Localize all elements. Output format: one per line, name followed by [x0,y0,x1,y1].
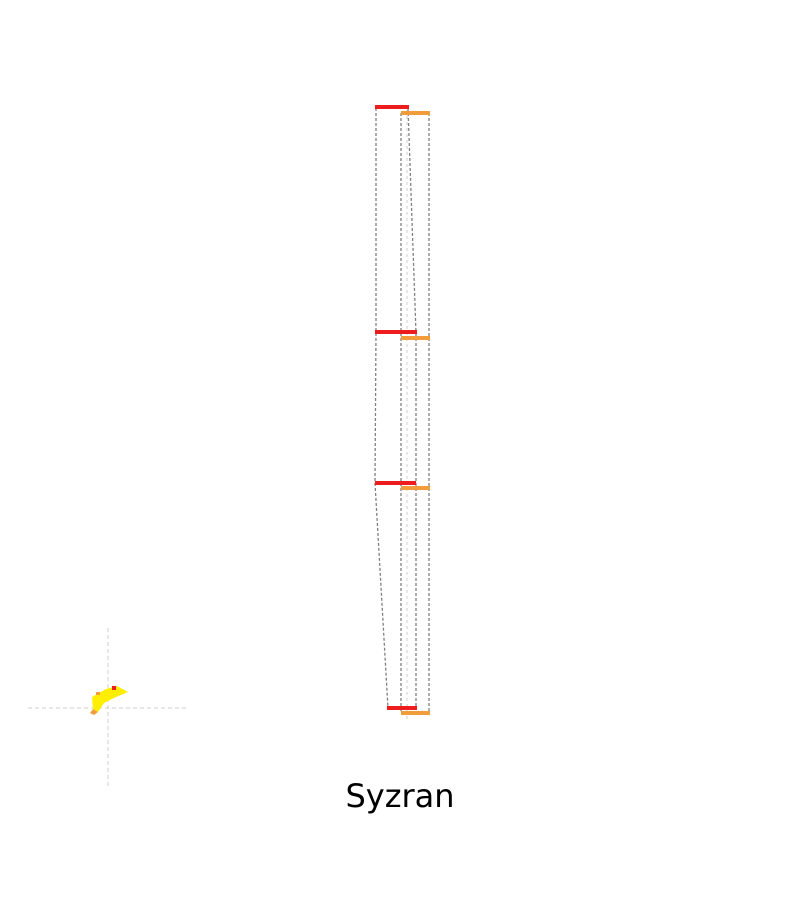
corner-crosshair [28,628,188,788]
diagram-caption: Syzran [345,777,455,815]
front-outline [374,107,417,709]
back-edges [401,111,430,715]
back-outline [400,113,430,713]
yellow-bird-icon [90,686,128,715]
front-edges [375,105,417,710]
